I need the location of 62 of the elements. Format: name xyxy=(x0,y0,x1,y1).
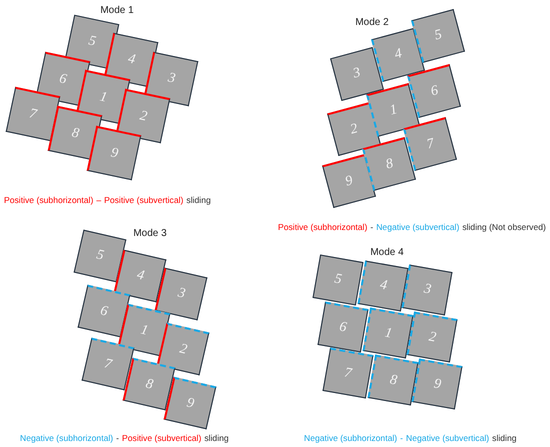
block-number: 6 xyxy=(338,319,348,336)
caption-text: sliding xyxy=(204,433,229,443)
mode-title: Mode 1 xyxy=(100,5,134,16)
block-number: 5 xyxy=(333,272,343,288)
caption-text: Positive (subhorizontal) xyxy=(4,195,94,205)
block-number: 4 xyxy=(393,46,404,64)
block-tile xyxy=(402,264,452,316)
block-number: 3 xyxy=(166,70,177,88)
block-number: 3 xyxy=(176,286,187,303)
caption-text: Negative (subvertical) xyxy=(376,222,460,232)
block-number: 1 xyxy=(384,325,394,342)
block-number: 4 xyxy=(135,268,146,285)
block-number: 5 xyxy=(86,33,98,51)
block-tile xyxy=(358,260,408,312)
caption-text: Positive (subvertical) xyxy=(104,195,184,205)
mode-title: Mode 4 xyxy=(370,247,404,258)
caption-text: Negative (subhorizontal) xyxy=(20,433,114,443)
block-number: 8 xyxy=(70,125,80,142)
block-number: 8 xyxy=(388,372,398,390)
caption-text: sliding xyxy=(186,195,211,205)
block-number: 3 xyxy=(422,282,432,299)
caption-text: Negative (subhorizontal) xyxy=(304,433,398,443)
block-number: 8 xyxy=(384,156,396,173)
block-number: 9 xyxy=(109,145,120,162)
block-number: 1 xyxy=(388,102,400,119)
caption-text: Positive (subvertical) xyxy=(122,433,202,443)
block-number: 2 xyxy=(178,341,189,358)
block-tile xyxy=(322,348,374,398)
block-number: 5 xyxy=(433,27,444,44)
block-number: 7 xyxy=(102,356,114,374)
block-number: 6 xyxy=(58,70,68,88)
block-number: 7 xyxy=(425,136,436,153)
block-number: 2 xyxy=(348,120,360,138)
block-number: 4 xyxy=(378,278,388,295)
block-number: 6 xyxy=(429,82,440,100)
block-number: 8 xyxy=(144,376,155,394)
block-number: 6 xyxy=(98,302,110,320)
block-number: 7 xyxy=(28,106,38,124)
mode-title: Mode 3 xyxy=(133,228,167,239)
block-number: 9 xyxy=(185,395,196,412)
caption-text: - xyxy=(116,433,120,443)
block-tile xyxy=(318,302,368,352)
block-number: 9 xyxy=(432,376,442,394)
caption-text: – xyxy=(96,195,102,205)
block-number: 3 xyxy=(352,65,362,83)
block-number: 4 xyxy=(126,52,137,69)
caption-text: Positive (subhorizontal) xyxy=(278,222,368,232)
block-tile xyxy=(406,312,458,362)
block-number: 5 xyxy=(94,247,106,265)
caption-text: sliding xyxy=(492,433,517,443)
block-number: 1 xyxy=(98,89,108,106)
block-number: 2 xyxy=(138,108,148,126)
caption-text: - xyxy=(370,222,374,232)
block-tile xyxy=(368,354,418,406)
block-number: 1 xyxy=(139,322,150,340)
block-number: 7 xyxy=(343,365,353,382)
block-number: 9 xyxy=(344,172,355,190)
caption-text: sliding (Not observed) xyxy=(462,222,546,232)
caption-text: - xyxy=(400,433,404,443)
mode-title: Mode 2 xyxy=(355,17,389,28)
caption-text: Negative (subvertical) xyxy=(406,433,490,443)
block-number: 2 xyxy=(428,329,438,346)
